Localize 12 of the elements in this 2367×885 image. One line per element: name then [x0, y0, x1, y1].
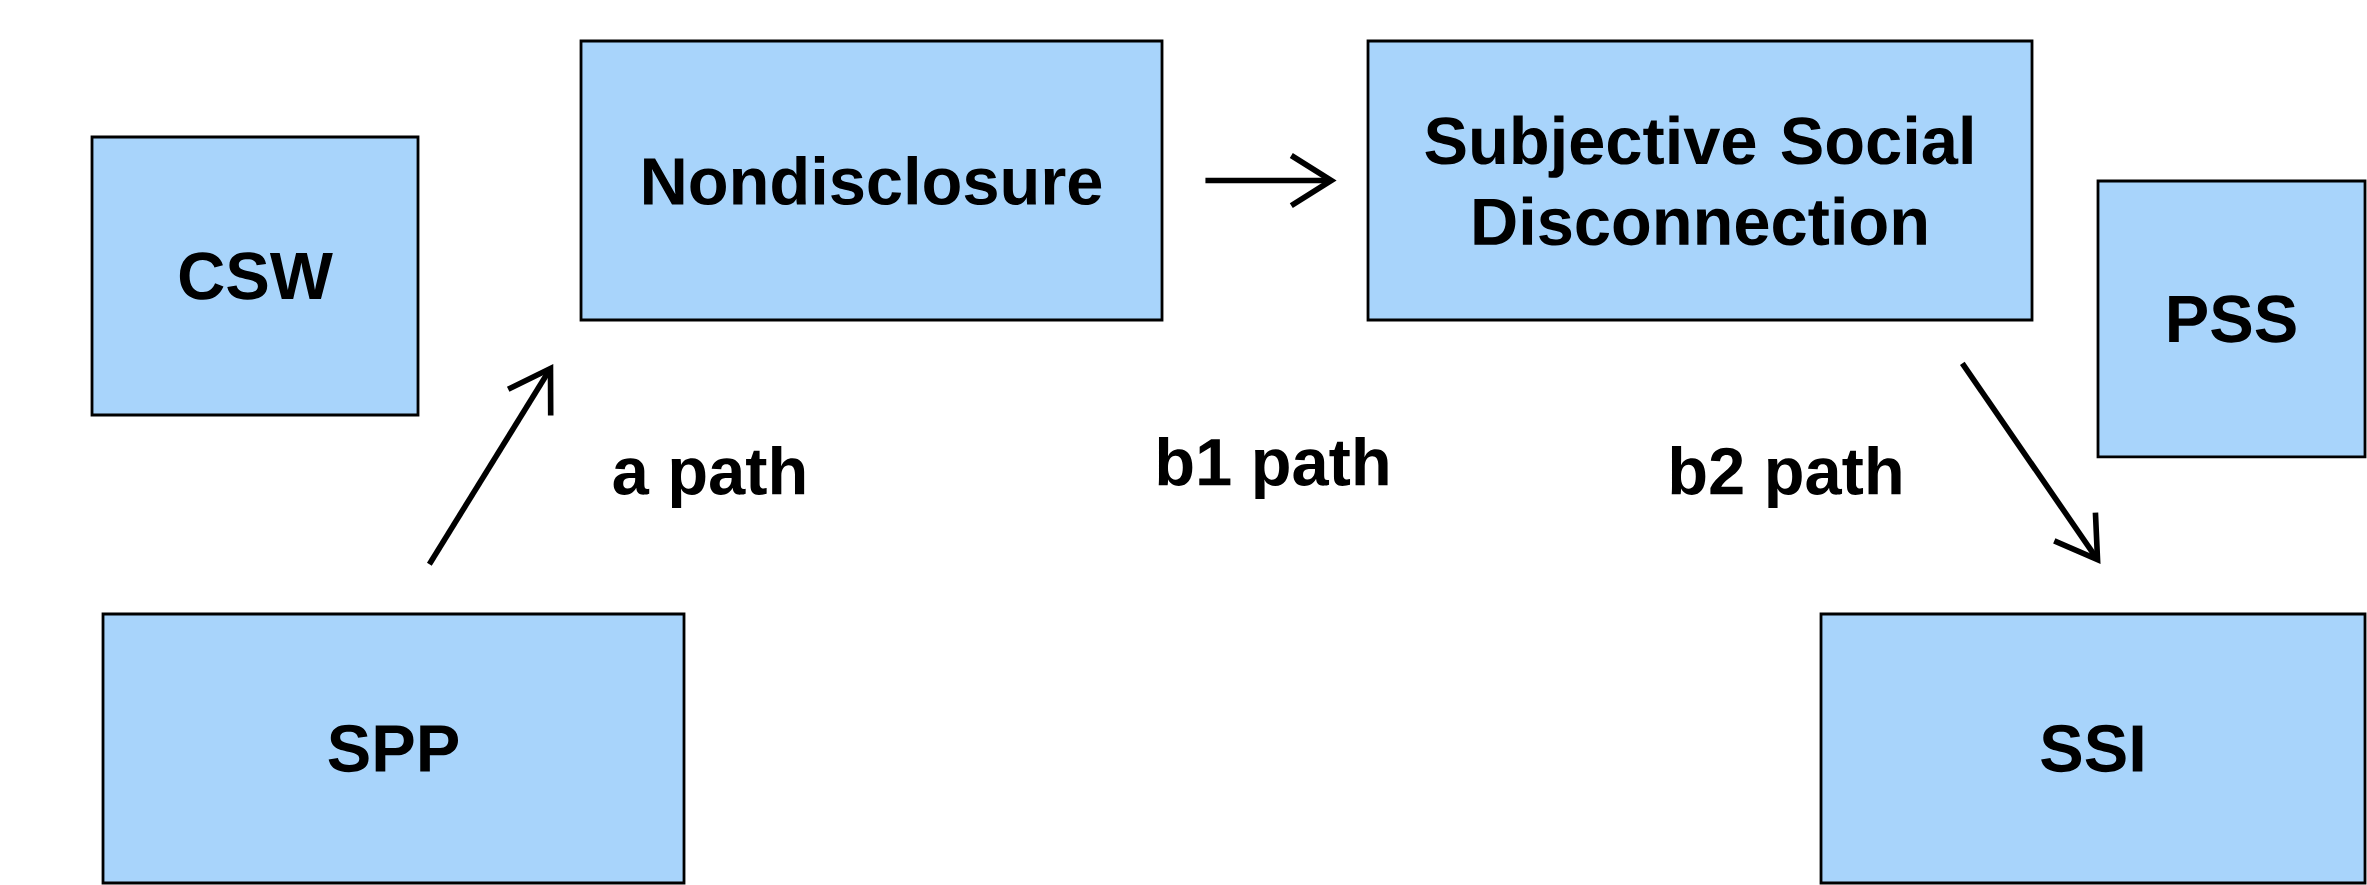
path-label: b1 path — [1158, 436, 1388, 500]
process-box: SPP — [101, 612, 686, 885]
process-box: Nondisclosure — [579, 39, 1164, 322]
path-label: a path — [613, 445, 805, 509]
arrow — [1205, 153, 1337, 208]
path-label: b2 path — [1671, 445, 1901, 509]
process-box: PSS — [2096, 179, 2367, 459]
process-box: Subjective Social Disconnection — [1366, 39, 2034, 322]
arrow — [1960, 361, 2101, 564]
process-box: SSI — [1819, 612, 2367, 885]
arrow — [426, 363, 554, 566]
process-box: CSW — [90, 135, 420, 417]
